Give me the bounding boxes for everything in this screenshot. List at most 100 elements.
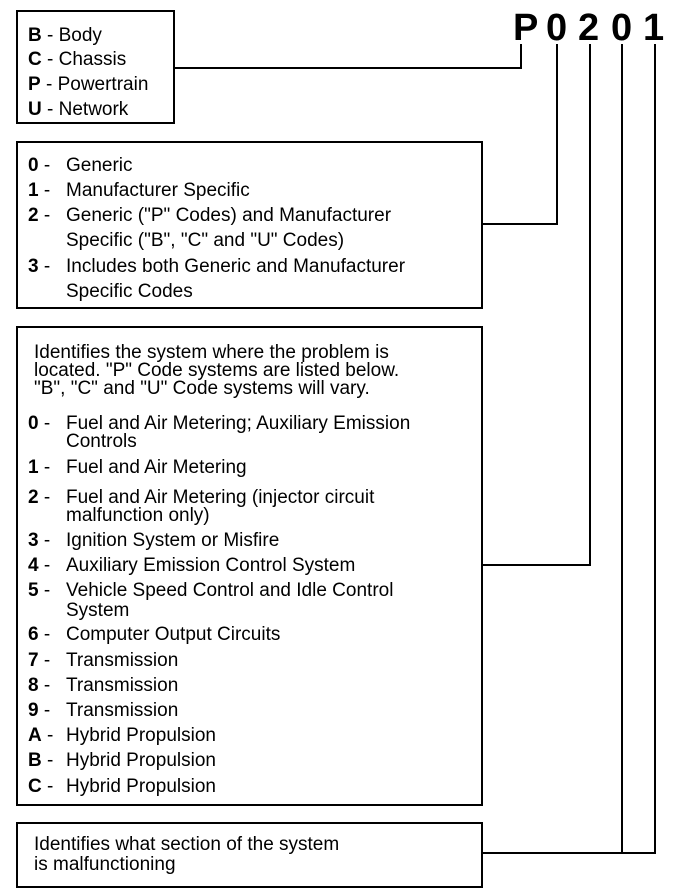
connector-line-section-1 — [482, 44, 623, 854]
item-key: 2 — [28, 205, 39, 226]
item-key: 3 — [28, 530, 39, 551]
item-label: Transmission — [66, 675, 179, 696]
list-item: B - Body — [28, 25, 102, 47]
item-label: Transmission — [66, 700, 179, 721]
item-dash: - — [43, 487, 51, 508]
item-key: C — [28, 49, 42, 70]
subsystem-box: Identifies the system where the problem … — [16, 326, 483, 806]
system-letter-box: B - Body C - Chassis P - Powertrain U - … — [16, 10, 175, 124]
item-dash: - — [47, 776, 54, 797]
item-dash: - — [45, 74, 53, 95]
item-label-continued: Controls — [66, 431, 137, 452]
item-key: 2 — [28, 487, 39, 508]
item-label: Hybrid Propulsion — [66, 776, 216, 797]
list-item: 3 -Ignition System or Misfire — [28, 530, 279, 552]
item-label: Ignition System or Misfire — [66, 530, 280, 551]
section-box: Identifies what section of the system is… — [16, 822, 483, 888]
list-item: 0 -Generic — [28, 155, 133, 177]
item-label: Manufacturer Specific — [66, 180, 250, 201]
item-label-continued: malfunction only) — [66, 505, 210, 526]
item-label: Body — [58, 25, 102, 46]
list-item: B -Hybrid Propulsion — [28, 750, 216, 772]
item-key: 7 — [28, 650, 39, 671]
item-label: Vehicle Speed Control and Idle Control — [66, 580, 394, 601]
item-key: 0 — [28, 413, 39, 434]
item-dash: - — [43, 555, 51, 576]
item-label: Includes both Generic and Manufacturer — [66, 256, 406, 277]
item-label: Chassis — [58, 49, 127, 70]
subsystem-intro-line: Identifies the system where the problem … — [34, 342, 389, 363]
section-description-line: Identifies what section of the system — [34, 834, 340, 855]
list-item: 7 -Transmission — [28, 650, 178, 672]
item-key: 8 — [28, 675, 39, 696]
item-label-continued: Specific Codes — [66, 281, 193, 302]
item-key: 0 — [28, 155, 39, 176]
item-key: U — [28, 99, 42, 120]
code-char-section-1: 0 — [611, 7, 633, 49]
item-key: C — [28, 776, 42, 797]
connector-line-system — [174, 44, 522, 69]
item-label: Network — [58, 99, 129, 120]
item-key: B — [28, 750, 42, 771]
item-key: P — [28, 74, 41, 95]
list-item: 3 -Includes both Generic and Manufacture… — [28, 256, 405, 278]
item-label-continued: System — [66, 600, 130, 621]
list-item: 6 -Computer Output Circuits — [28, 624, 280, 646]
item-key: 1 — [28, 457, 39, 478]
item-dash: - — [43, 457, 51, 478]
code-char-section-2: 1 — [643, 7, 665, 49]
item-key: A — [28, 725, 42, 746]
item-dash: - — [43, 650, 51, 671]
list-item: 9 -Transmission — [28, 700, 178, 722]
list-item: C -Hybrid Propulsion — [28, 776, 216, 798]
connector-line-section-2 — [622, 44, 656, 854]
code-type-box: 0 -Generic 1 -Manufacturer Specific 2 -G… — [16, 141, 483, 309]
list-item: A -Hybrid Propulsion — [28, 725, 216, 747]
list-item: 1 -Manufacturer Specific — [28, 180, 250, 202]
list-item: 2 -Fuel and Air Metering (injector circu… — [28, 487, 374, 509]
item-label: Hybrid Propulsion — [66, 725, 216, 746]
list-item: 5 -Vehicle Speed Control and Idle Contro… — [28, 580, 393, 602]
item-dash: - — [47, 750, 54, 771]
connector-line-type — [482, 44, 558, 225]
connector-line-subsystem — [482, 44, 591, 566]
item-dash: - — [43, 155, 51, 176]
list-item: 2 -Generic ("P" Codes) and Manufacturer — [28, 205, 391, 227]
item-dash: - — [43, 675, 51, 696]
code-char-system: P — [513, 7, 539, 49]
item-dash: - — [43, 180, 51, 201]
item-key: 9 — [28, 700, 39, 721]
list-item: 1 -Fuel and Air Metering — [28, 457, 247, 479]
item-key: 5 — [28, 580, 39, 601]
list-item: 4 -Auxiliary Emission Control System — [28, 555, 355, 577]
list-item: P - Powertrain — [28, 74, 148, 96]
item-key: B — [28, 25, 42, 46]
item-dash: - — [43, 530, 51, 551]
item-label: Powertrain — [57, 74, 149, 95]
item-label: Fuel and Air Metering (injector circuit — [66, 487, 375, 508]
item-key: 1 — [28, 180, 39, 201]
subsystem-intro-line: located. "P" Code systems are listed bel… — [34, 360, 400, 381]
item-dash: - — [47, 99, 54, 120]
list-item: 0 -Fuel and Air Metering; Auxiliary Emis… — [28, 413, 410, 435]
code-char-subsystem: 2 — [578, 7, 600, 49]
item-label: Generic ("P" Codes) and Manufacturer — [66, 205, 392, 226]
item-dash: - — [43, 624, 51, 645]
item-key: 3 — [28, 256, 39, 277]
item-label: Generic — [66, 155, 133, 176]
item-label: Fuel and Air Metering; Auxiliary Emissio… — [66, 413, 411, 434]
item-dash: - — [43, 413, 51, 434]
list-item: C - Chassis — [28, 49, 126, 71]
section-description-line: is malfunctioning — [34, 854, 176, 875]
item-label: Computer Output Circuits — [66, 624, 281, 645]
item-label-continued: Specific ("B", "C" and "U" Codes) — [66, 230, 345, 251]
item-label: Auxiliary Emission Control System — [66, 555, 356, 576]
list-item: U - Network — [28, 99, 128, 121]
code-char-type: 0 — [546, 7, 568, 49]
item-dash: - — [47, 725, 54, 746]
item-label: Hybrid Propulsion — [66, 750, 216, 771]
subsystem-intro-line: "B", "C" and "U" Code systems will vary. — [34, 378, 370, 399]
item-dash: - — [47, 49, 54, 70]
item-dash: - — [47, 25, 54, 46]
